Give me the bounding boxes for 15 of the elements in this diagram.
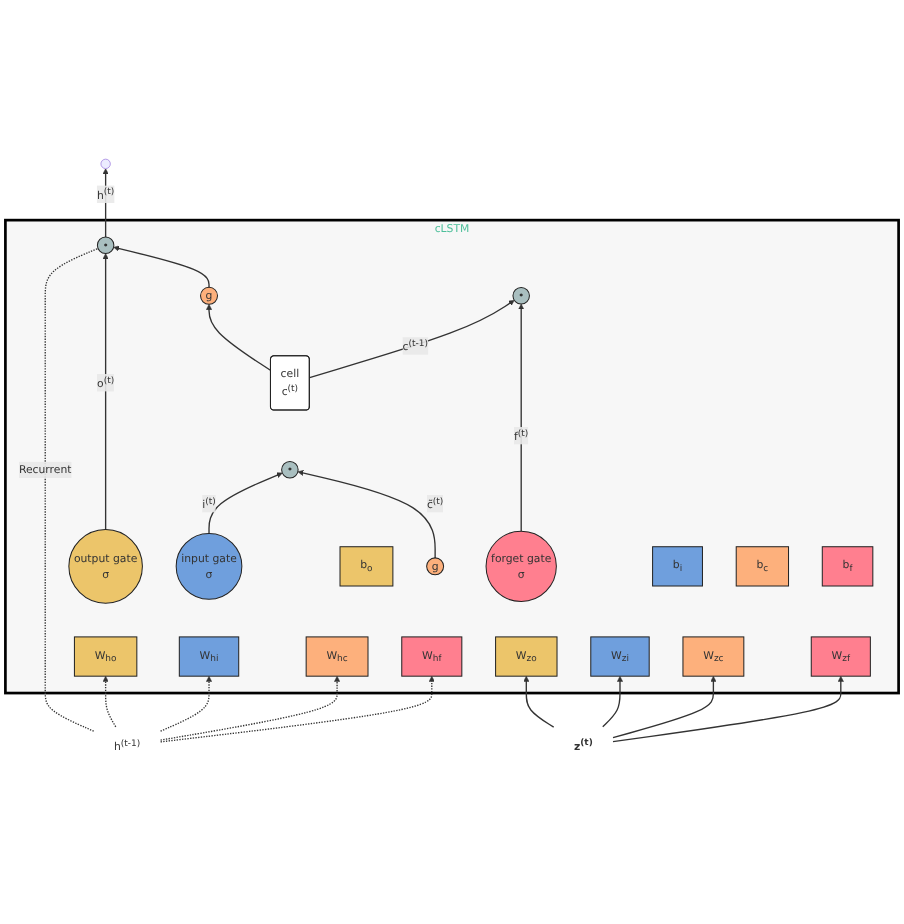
arrow	[159, 675, 435, 743]
arrow	[113, 245, 210, 288]
arrow	[518, 303, 525, 532]
arrow	[612, 675, 844, 743]
arrow	[602, 675, 623, 728]
arrow	[102, 253, 109, 531]
arrow	[206, 304, 272, 372]
arrow	[612, 675, 717, 739]
arrow	[523, 675, 555, 728]
arrow	[208, 472, 283, 535]
arrow	[308, 300, 515, 379]
arrow	[159, 675, 341, 741]
arrow	[297, 470, 436, 559]
arrow	[102, 675, 117, 728]
arrow	[159, 675, 212, 732]
